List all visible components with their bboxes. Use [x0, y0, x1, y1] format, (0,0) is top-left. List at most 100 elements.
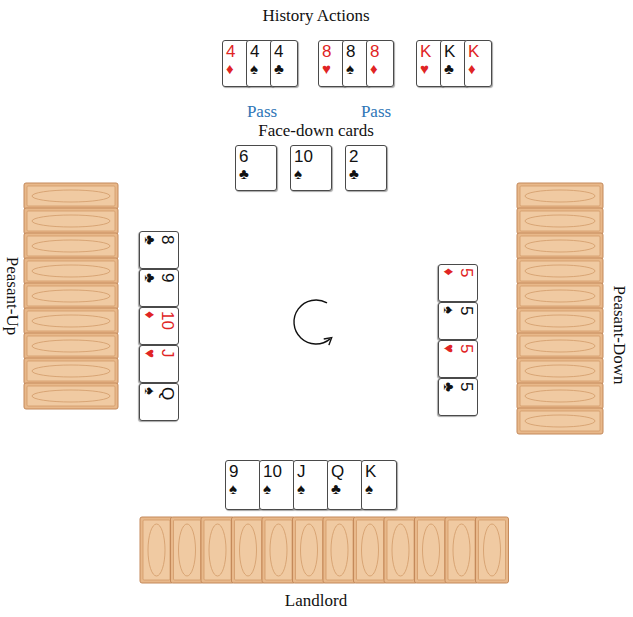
card-back-ornament: [525, 340, 595, 352]
card-back: [517, 358, 603, 384]
card-back-pattern: [520, 186, 600, 206]
card-back-pattern: [479, 520, 506, 580]
card-back-ornament: [32, 365, 110, 377]
card-suit: ♥: [142, 349, 158, 382]
card-suit: ♣: [349, 166, 386, 182]
player-label: Peasant-Up: [2, 257, 22, 335]
card-back-pattern: [326, 520, 353, 580]
card-back: [517, 258, 603, 284]
playing-card: K♦: [464, 40, 492, 87]
card-back-ornament: [525, 240, 595, 252]
card-back-ornament: [525, 365, 595, 377]
card-suit: ♦: [142, 311, 158, 344]
section-label: History Actions: [262, 6, 369, 26]
card-back: [384, 517, 417, 583]
card-rank: 2: [349, 148, 386, 166]
card-back: [517, 233, 603, 259]
card-back: [171, 517, 204, 583]
card-rank: 8: [370, 43, 393, 61]
playing-card: Q♠: [139, 383, 179, 421]
card-back-pattern: [27, 286, 115, 306]
card-back: [140, 517, 173, 583]
card-back: [293, 517, 326, 583]
card-back-pattern: [27, 336, 115, 356]
card-back-ornament: [301, 524, 318, 576]
card-back: [24, 358, 118, 384]
card-suit: ♥: [441, 344, 457, 377]
card-back-ornament: [32, 265, 110, 277]
card-rank: K: [468, 43, 491, 61]
card-back: [24, 283, 118, 309]
card-back-pattern: [27, 236, 115, 256]
card-back-ornament: [32, 340, 110, 352]
card-rank: 6: [239, 148, 276, 166]
card-back-pattern: [418, 520, 445, 580]
card-rank: K: [365, 463, 396, 481]
card-back: [517, 408, 603, 434]
card-suit: ♣: [239, 166, 276, 182]
player-label: Peasant-Down: [609, 285, 629, 384]
card-rank: J: [158, 349, 176, 382]
playing-card: 10♠: [259, 460, 295, 510]
card-back-pattern: [520, 311, 600, 331]
turn-order-arc: [294, 300, 330, 344]
card-suit: ♦: [370, 61, 393, 77]
card-back-pattern: [357, 520, 384, 580]
card-back-ornament: [32, 290, 110, 302]
card-back: [262, 517, 295, 583]
card-back-pattern: [387, 520, 414, 580]
playing-card: 8♦: [366, 40, 394, 87]
card-back-pattern: [520, 236, 600, 256]
card-back-pattern: [520, 261, 600, 281]
card-back: [24, 208, 118, 234]
card-back-ornament: [525, 415, 595, 427]
card-back-pattern: [296, 520, 323, 580]
card-back: [24, 333, 118, 359]
card-suit: ♠: [365, 481, 396, 497]
card-back-ornament: [525, 315, 595, 327]
card-rank: 10: [263, 463, 294, 481]
card-back-pattern: [27, 386, 115, 406]
card-back-ornament: [240, 524, 257, 576]
card-back-ornament: [179, 524, 196, 576]
card-back-ornament: [525, 190, 595, 202]
card-back-pattern: [448, 520, 475, 580]
card-rank: 9: [229, 463, 260, 481]
playing-card: 9♣: [139, 269, 179, 307]
card-rank: 5: [457, 382, 475, 415]
card-suit: ♠: [294, 166, 331, 182]
card-back-pattern: [265, 520, 292, 580]
card-back: [517, 283, 603, 309]
playing-card: 10♠: [290, 145, 332, 191]
card-back-ornament: [423, 524, 440, 576]
action-label: Pass: [361, 102, 391, 122]
playing-card: 5♥: [438, 340, 478, 378]
card-back-ornament: [32, 315, 110, 327]
card-rank: 5: [457, 268, 475, 301]
card-back: [232, 517, 265, 583]
card-back: [24, 258, 118, 284]
card-rank: 5: [457, 306, 475, 339]
card-back: [517, 383, 603, 409]
card-suit: ♣: [274, 61, 297, 77]
playing-card: 9♠: [225, 460, 261, 510]
card-back-pattern: [27, 311, 115, 331]
action-label: Pass: [247, 102, 277, 122]
card-back: [24, 183, 118, 209]
card-rank: J: [297, 463, 328, 481]
section-label: Landlord: [285, 591, 347, 611]
playing-card: 5♣: [438, 378, 478, 416]
playing-card: 2♣: [345, 145, 387, 191]
card-back: [24, 233, 118, 259]
card-rank: Q: [158, 387, 176, 420]
playing-card: K♠: [361, 460, 397, 510]
card-back: [24, 383, 118, 409]
card-back: [354, 517, 387, 583]
card-back-pattern: [27, 261, 115, 281]
card-back-pattern: [27, 211, 115, 231]
card-back-ornament: [525, 265, 595, 277]
card-back-ornament: [484, 524, 501, 576]
card-rank: 5: [457, 344, 475, 377]
card-suit: ♦: [468, 61, 491, 77]
card-suit: ♠: [297, 481, 328, 497]
